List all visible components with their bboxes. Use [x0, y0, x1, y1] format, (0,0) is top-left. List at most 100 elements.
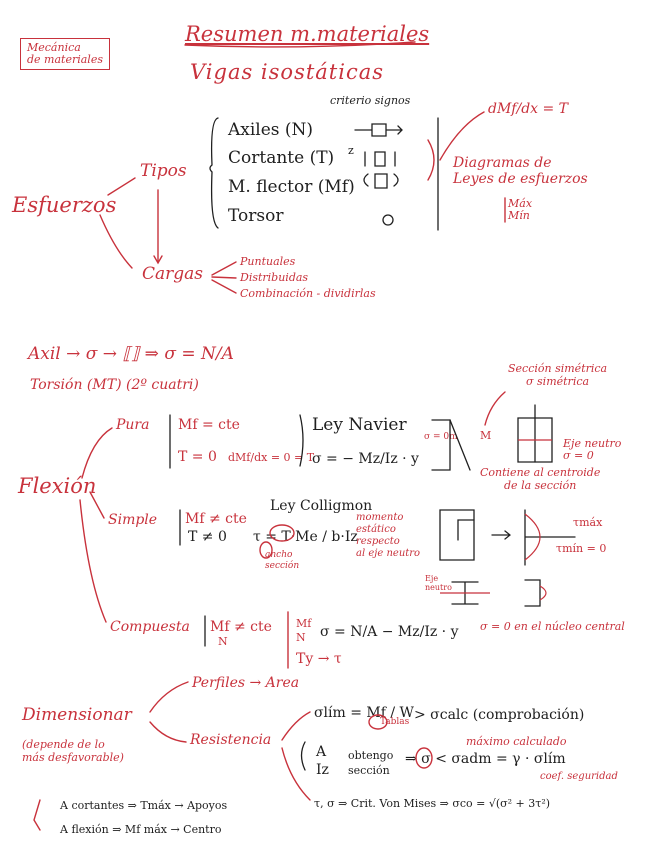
note-line1: (depende de lo: [22, 738, 105, 751]
pura-cond2: T = 0: [178, 449, 217, 465]
resist-Iz: Iz: [316, 762, 329, 778]
resist-seccion: sección: [348, 764, 390, 777]
compuesta-inner1: Mf: [296, 617, 312, 630]
carga-distribuidas: Distribuidas: [240, 271, 309, 284]
resist-obtengo: obtengo: [348, 749, 394, 762]
eje-simple-line1: Eje: [425, 574, 439, 583]
tablas-label: Tablas: [380, 717, 410, 727]
compuesta-cond2: N: [218, 635, 228, 648]
pura-cond1: Mf = cte: [178, 417, 240, 433]
arrow-resist-r1: [281, 711, 311, 741]
ancho-seccion: ancho sección: [265, 550, 299, 572]
compuesta-inner2: N: [296, 631, 306, 644]
brace-dim: [300, 741, 306, 771]
seccion-simetrica-line1: Sección simétrica: [508, 362, 608, 375]
arrow-cargas-3: [211, 279, 237, 294]
momento-estatico: momento estático respecto al eje neutro: [356, 512, 420, 560]
momento-line4: al eje neutro: [356, 548, 421, 559]
maximo-calculado: máximo calculado: [466, 735, 567, 748]
compuesta-inner3: Ty → τ: [296, 651, 342, 667]
momento-line3: respecto: [356, 536, 400, 547]
flexion-label: Flexión: [18, 474, 97, 498]
apoyos-line: A cortantes ⇒ Tmáx → Apoyos: [60, 799, 228, 812]
simple-tau-curve: [524, 513, 541, 561]
esfuerzo-cortante-super: z: [348, 144, 354, 157]
compuesta-label: Compuesta: [110, 619, 190, 635]
dmf-relation: dMf/dx = T: [488, 101, 569, 117]
criterio-label: criterio signos: [330, 94, 411, 107]
tipos-label: Tipos: [140, 161, 187, 181]
eje-simple-line2: neutro: [425, 583, 452, 592]
tau-max: τmáx: [573, 516, 603, 529]
pura-sigma-label: σ = 0m: [424, 432, 458, 442]
esfuerzo-cortante: Cortante (T): [228, 148, 335, 168]
min-label: Mín: [508, 209, 530, 222]
max-label: Máx: [508, 197, 533, 210]
compuesta-formula: σ = N/A − Mz/Iz · y: [320, 624, 459, 640]
note-line2: más desfavorable): [22, 751, 124, 764]
ancho-line1: ancho: [265, 550, 293, 560]
carga-combinacion: Combinación - dividirlas: [240, 287, 376, 300]
axil-symbol: [354, 123, 403, 137]
torsion-line: Torsión (MT) (2º cuatri): [30, 377, 199, 393]
eje-neutro-pura: Eje neutro σ = 0: [563, 438, 621, 462]
simple-section: [439, 509, 475, 561]
pura-label: Pura: [116, 417, 150, 433]
simple-arrow: [491, 530, 512, 540]
navier-law: Ley Navier: [312, 415, 407, 435]
resist-r3: τ, σ ⇒ Crit. Von Mises ⇒ σco = √(σ² + 3τ…: [314, 797, 551, 810]
page-title: Resumen m.materiales: [185, 22, 430, 46]
subject-tag: Mecánica de materiales: [20, 38, 110, 70]
resist-A: A: [316, 744, 327, 760]
tau-min: τmín = 0: [556, 542, 607, 555]
arrow-dim-perfiles: [149, 681, 189, 713]
resist-r1b: > σcalc (comprobación): [414, 707, 585, 723]
subject-tag-line2: de materiales: [27, 53, 103, 66]
simple-cond2: T ≠ 0: [188, 529, 227, 545]
cargas-label: Cargas: [142, 264, 204, 284]
arrow-head-tipos-cargas: [153, 255, 163, 265]
arrow-resist-r3: [281, 747, 311, 801]
ibeam: [451, 581, 479, 605]
page-subtitle: Vigas isostáticas: [190, 60, 385, 84]
arrow-dim-resistencia: [149, 721, 187, 743]
esfuerzos-label: Esfuerzos: [12, 193, 117, 217]
flector-symbol: [363, 173, 399, 189]
axil-line: Axil → σ → ⟦⟧ ⇒ σ = N/A: [28, 344, 234, 364]
ibeam-curve: [539, 585, 547, 601]
diagramas-line1: Diagramas de: [453, 155, 552, 171]
esfuerzo-flector: M. flector (Mf): [228, 177, 355, 197]
subject-tag-line1: Mecánica: [27, 41, 81, 54]
eje-neutro-line2: σ = 0: [563, 449, 594, 462]
coef-seguridad: coef. seguridad: [540, 771, 618, 782]
pura-beam: [431, 419, 451, 471]
contiene-line1: Contiene al centroide: [480, 466, 601, 479]
contiene-centroide: Contiene al centroide de la sección: [480, 466, 600, 492]
ibeam-diagram: [524, 579, 541, 607]
simple-cond1: Mf ≠ cte: [185, 511, 247, 527]
diagramas-line2: Leyes de esfuerzos: [453, 171, 588, 187]
compuesta-cond1: Mf ≠ cte: [210, 619, 272, 635]
resistencia-label: Resistencia: [190, 732, 272, 748]
contiene-line2: de la sección: [504, 479, 577, 492]
pura-cond3: dMf/dx = 0 = T: [228, 451, 315, 464]
pura-m-label: M: [480, 429, 492, 442]
brace-tipos: [209, 117, 219, 229]
arrow-flexion-compuesta: [79, 499, 107, 623]
centro-line: A flexión ⇒ Mf máx → Centro: [60, 823, 222, 836]
simple-axis: [457, 519, 475, 541]
esfuerzo-torsor: Torsor: [228, 206, 284, 226]
colligmon-law: Ley Colligmon: [270, 498, 373, 514]
seccion-simetrica-line2: σ simétrica: [526, 375, 590, 388]
eje-neutro-line1: Eje neutro: [563, 437, 622, 450]
arrow-flexion-pura: [81, 427, 113, 479]
momento-line1: momento: [356, 512, 404, 523]
colligmon-formula: τ = T·Me / b·Iz: [253, 529, 358, 545]
arrow-esfuerzos-cargas: [99, 214, 133, 269]
seccion-simetrica: Sección simétrica σ simétrica: [508, 362, 607, 388]
maxmin-label: Máx Mín: [508, 198, 532, 222]
perfiles-line: Perfiles → Area: [192, 675, 300, 691]
simple-diagram-axis: [524, 509, 576, 566]
resist-r1: σlím = Mf / W: [314, 705, 414, 721]
diagramas-label: Diagramas de Leyes de esfuerzos: [453, 155, 588, 187]
